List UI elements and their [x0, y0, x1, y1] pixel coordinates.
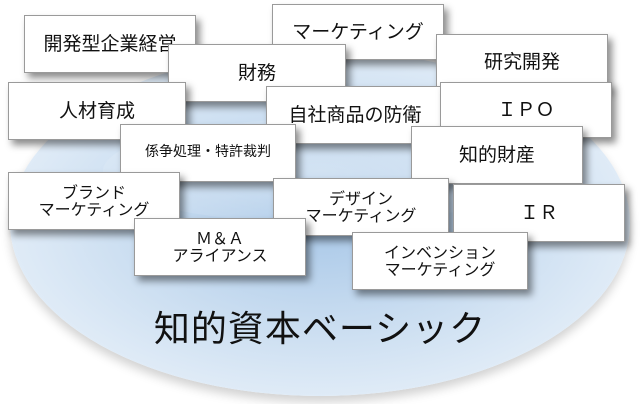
card-chiteki: 知的財産 [411, 126, 583, 184]
diagram-title: 知的資本ベーシック [153, 309, 487, 350]
card-invention: インベンション マーケティング [352, 232, 528, 290]
card-ma: Ｍ＆Ａ アライアンス [134, 218, 306, 276]
card-kaihatsu: 開発型企業経営 [24, 15, 196, 73]
card-keiso: 係争処理・特許裁判 [120, 124, 296, 182]
card-design: デザイン マーケティング [273, 178, 449, 236]
